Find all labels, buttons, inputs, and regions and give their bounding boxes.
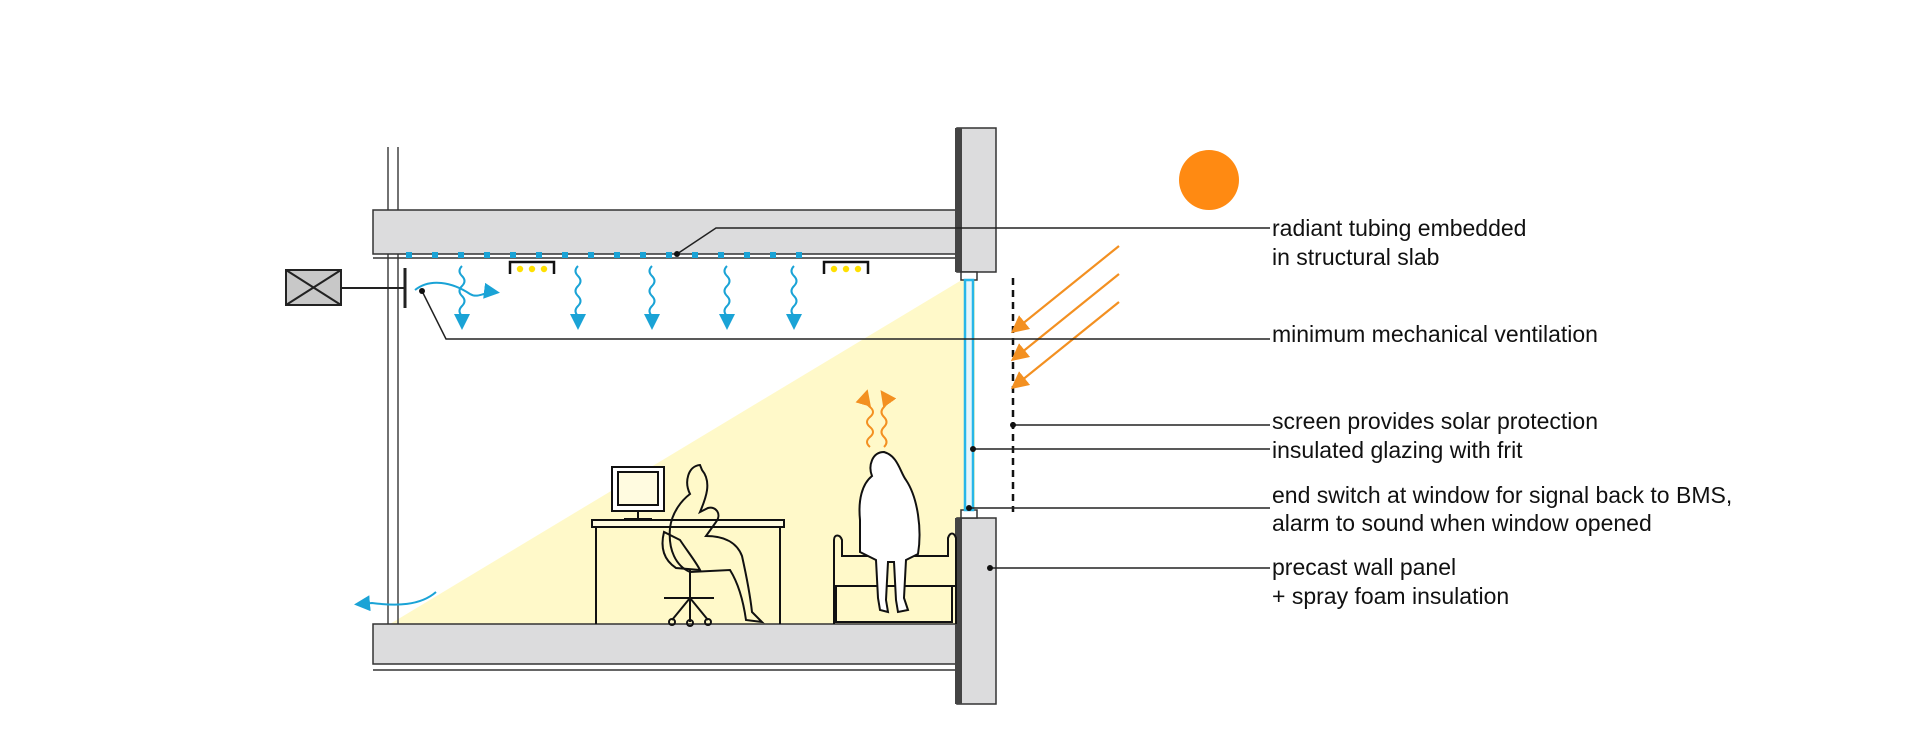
label-end-switch-line2: alarm to sound when window opened — [1272, 510, 1652, 536]
ceiling-light-icon — [508, 260, 556, 274]
radiant-tubing — [406, 252, 802, 258]
label-glazing: insulated glazing with frit — [1272, 437, 1523, 463]
upper-wall-panel — [956, 127, 997, 273]
ventilation-unit-icon — [285, 269, 342, 306]
sun-icon — [1179, 150, 1239, 210]
solar-rays — [1010, 245, 1120, 390]
label-solar-screen: screen provides solar protection — [1272, 408, 1598, 434]
lower-wall-panel — [956, 517, 997, 705]
label-radiant-tubing-line1: radiant tubing embedded — [1272, 215, 1527, 241]
label-wall-panel-line1: precast wall panel — [1272, 554, 1457, 580]
ceiling-slab — [372, 209, 958, 255]
label-ventilation: minimum mechanical ventilation — [1272, 321, 1598, 347]
label-radiant-tubing-line2: in structural slab — [1272, 244, 1440, 270]
insulated-glazing — [963, 278, 975, 512]
lower-wall-insulation — [955, 518, 962, 704]
ceiling-light-icon — [822, 260, 870, 274]
label-end-switch-line1: end switch at window for signal back to … — [1272, 482, 1733, 508]
occupant-heat-waves — [855, 389, 897, 448]
radiant-cooling-waves — [454, 265, 802, 330]
daylight-wedge — [390, 278, 975, 624]
upper-wall-insulation — [955, 128, 962, 272]
floor-slab — [372, 623, 958, 665]
exhaust-air-flow — [354, 591, 437, 612]
leader-lines — [421, 227, 1270, 569]
desk — [591, 519, 785, 624]
supply-air-flow — [414, 281, 500, 299]
seated-person-icon — [661, 463, 765, 627]
label-wall-panel-line2: + spray foam insulation — [1272, 583, 1510, 609]
computer-icon — [611, 466, 665, 520]
standing-person-icon — [858, 450, 921, 614]
leader-dots — [419, 251, 1016, 571]
